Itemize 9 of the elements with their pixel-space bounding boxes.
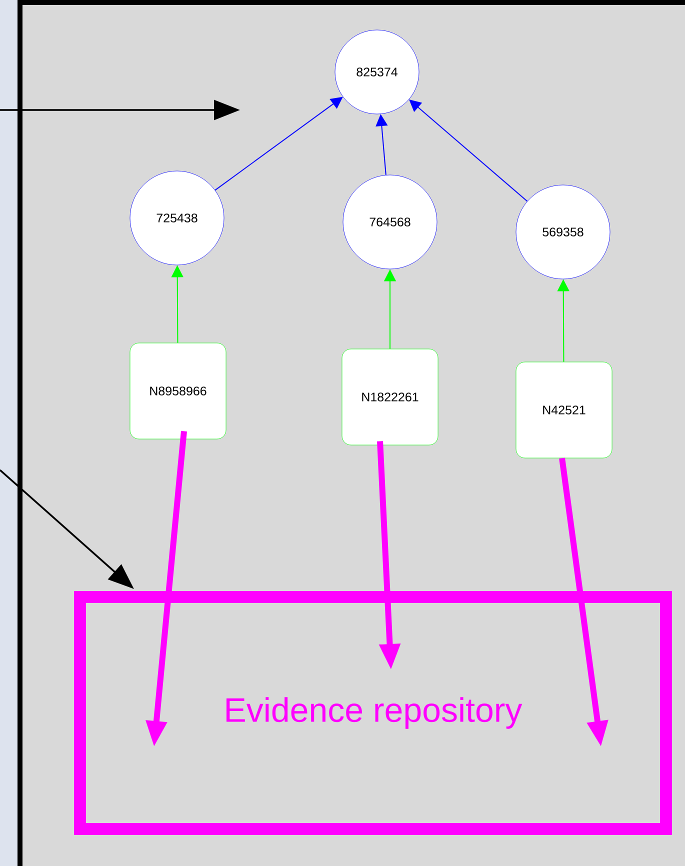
circle-node: 725438 [130, 170, 224, 266]
circle-node: 764568 [342, 174, 438, 270]
circle-node: 569358 [516, 184, 610, 280]
rounded-box: N8958966 [130, 342, 226, 440]
circle-node: 825374 [334, 30, 420, 114]
repository-box: Evidence repository [74, 591, 672, 835]
rounded-box: N42521 [516, 362, 612, 458]
rounded-box: N1822261 [342, 348, 438, 446]
arrow [409, 100, 528, 202]
